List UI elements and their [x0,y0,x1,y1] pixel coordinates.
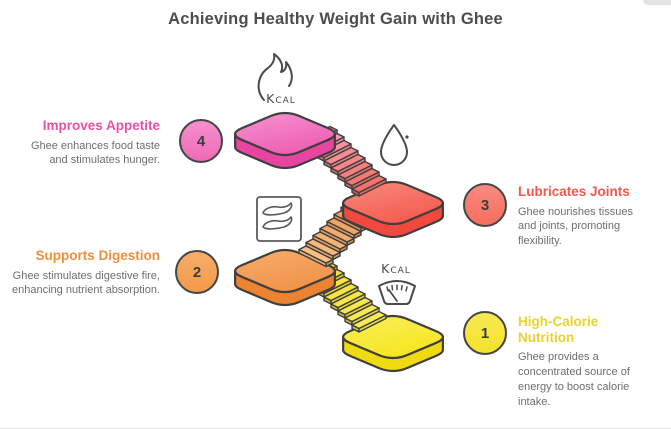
step-3-number-badge: 3 [463,183,507,227]
page-title: Achieving Healthy Weight Gain with Ghee [168,10,503,28]
step-4-textblock: Improves Appetite Ghee enhances food tas… [10,118,160,168]
water-drop-icon [380,124,409,166]
kcal-scale-icon [378,280,416,305]
kcal-flame-icon [257,53,293,101]
step-2-textblock: Supports Digestion Ghee stimulates diges… [10,248,160,298]
kcal-flame-label: Kcal [266,91,296,106]
step-3-description: Ghee nourishes tissues and joints, promo… [518,205,633,248]
platform-pink [234,111,336,170]
step-1-description: Ghee provides a concentrated source of e… [518,351,630,408]
step-2-number-badge: 2 [175,250,219,294]
step-1-title: High-Calorie Nutrition [518,314,599,345]
peppers-box-icon [256,196,302,242]
step-4-title: Improves Appetite [42,118,160,133]
step-4-description: Ghee enhances food taste and stimulates … [30,139,160,167]
step-1-number-badge: 1 [463,311,507,355]
step-3-textblock: Lubricates Joints Ghee nourishes tissues… [518,184,650,249]
step-3-title: Lubricates Joints [518,184,630,199]
step-2-description: Ghee stimulates digestive fire, enhancin… [12,269,160,297]
stairs-pink-to-red [302,125,387,197]
cutoff-control-fragment[interactable] [643,0,671,5]
step-1-textblock: High-Calorie Nutrition Ghee provides a c… [518,314,650,409]
step-2-title: Supports Digestion [35,248,161,263]
step-4-number-badge: 4 [179,119,223,163]
kcal-scale-label: Kcal [381,261,411,276]
